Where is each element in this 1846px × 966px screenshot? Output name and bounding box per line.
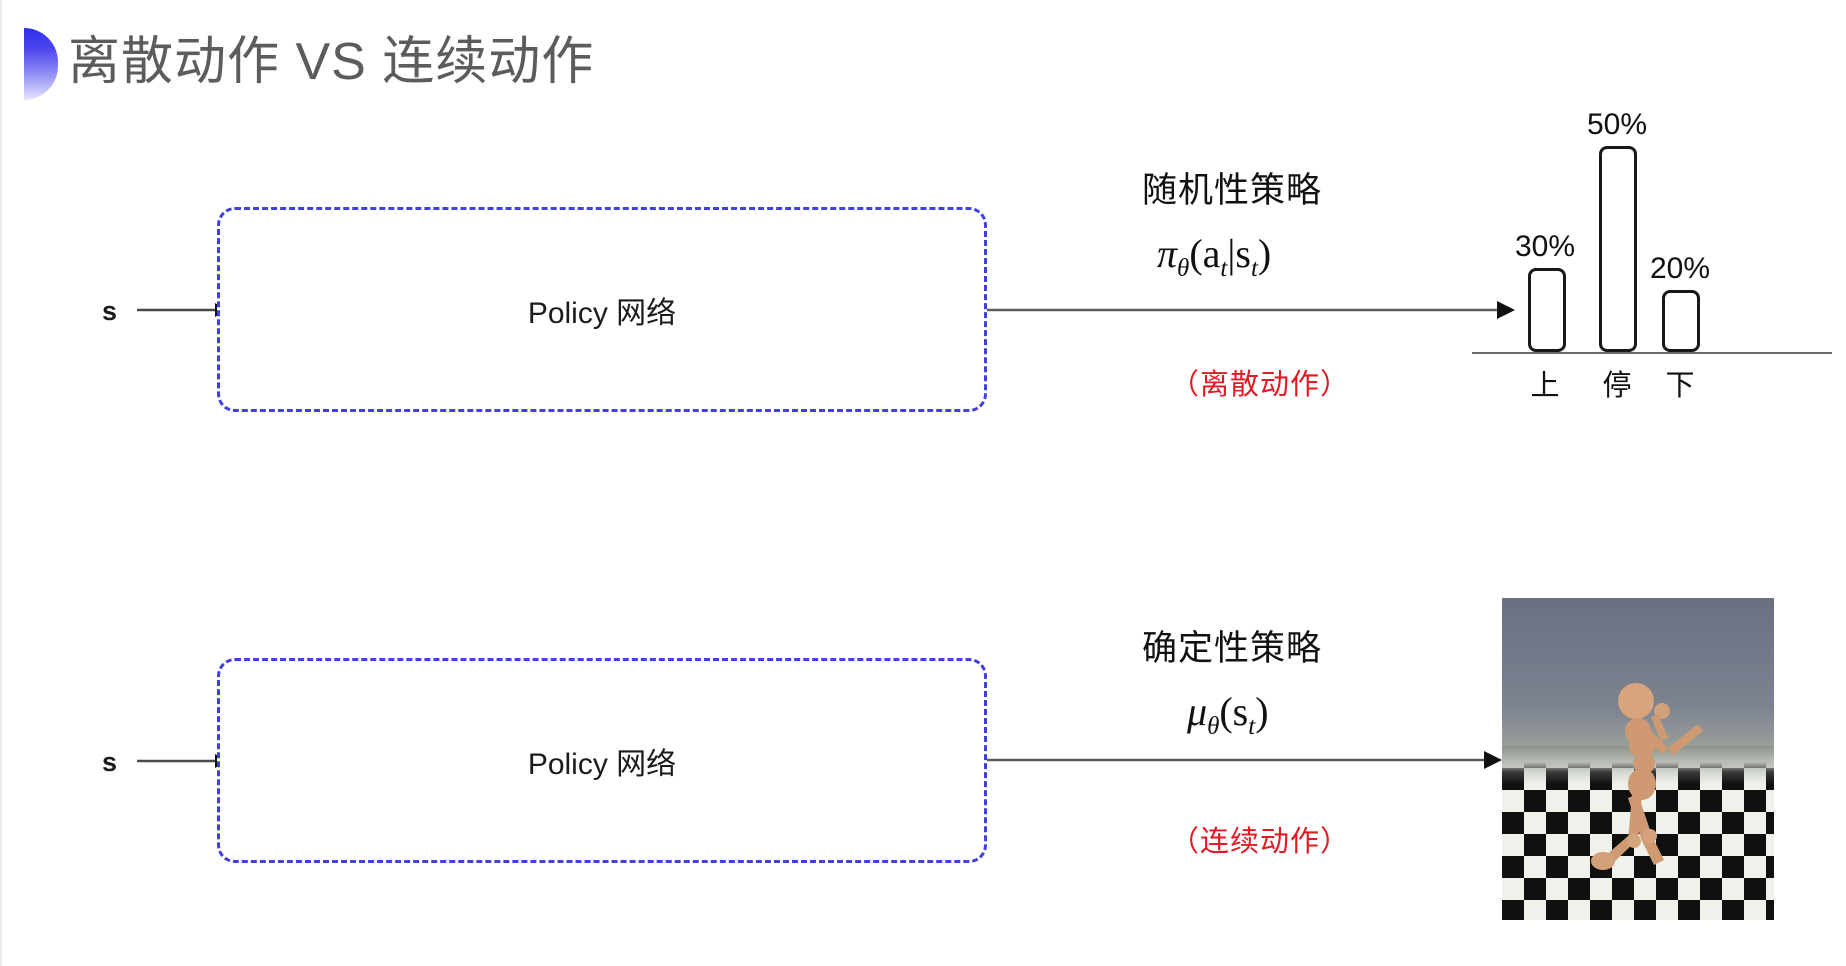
policy-network-box-discrete[interactable]: Policy 网络 [217, 207, 987, 412]
input-arrow-discrete [137, 303, 227, 317]
bar-0 [1528, 268, 1566, 352]
policy-formula-deterministic: μθ(st) [1187, 688, 1269, 741]
policy-network-label-discrete: Policy 网络 [527, 296, 677, 330]
formula-t-sub-s: t [1250, 255, 1258, 282]
chart-baseline [1472, 352, 1832, 354]
bar-category-2: 下 [1665, 370, 1695, 402]
input-arrow-continuous [137, 754, 227, 768]
page-title: 离散动作 VS 连续动作 [68, 33, 595, 91]
formula-mu: μ [1187, 689, 1208, 734]
bar-category-0: 上 [1530, 370, 1560, 402]
bar-category-1: 停 [1602, 370, 1632, 402]
formula-t-sub-s2: t [1248, 713, 1256, 740]
formula-pi: π [1157, 231, 1178, 276]
humanoid-figure [1591, 683, 1703, 870]
policy-kind-deterministic: 确定性策略 [1142, 629, 1323, 668]
humanoid-simulation-image [1502, 598, 1774, 920]
state-label-discrete: s [102, 296, 118, 326]
formula-close-paren: ) [1257, 231, 1272, 276]
formula-theta-sub-2: θ [1207, 713, 1220, 740]
formula-open-st: (s [1219, 689, 1249, 734]
policy-network-box-continuous[interactable]: Policy 网络 [217, 658, 987, 863]
bar-value-1: 50% [1586, 108, 1648, 141]
title-bullet-icon [24, 28, 58, 100]
policy-formula-stochastic: πθ(at|st) [1157, 230, 1271, 283]
bar-value-0: 30% [1514, 230, 1576, 263]
policy-kind-stochastic: 随机性策略 [1142, 171, 1323, 210]
formula-open-at: (a [1189, 231, 1221, 276]
policy-network-label-continuous: Policy 网络 [527, 747, 677, 781]
output-arrow-discrete [987, 301, 1515, 319]
formula-given-s: |s [1227, 231, 1251, 276]
action-probability-bar-chart: 30% 上 50% 停 20% 下 [1472, 100, 1832, 410]
bar-1 [1599, 146, 1637, 352]
formula-t-sub-a: t [1220, 255, 1228, 282]
output-arrow-continuous [987, 751, 1502, 769]
action-kind-continuous: （连续动作） [1170, 826, 1351, 858]
formula-theta-sub: θ [1177, 255, 1190, 282]
action-kind-discrete: （离散动作） [1170, 369, 1351, 401]
bar-value-2: 20% [1649, 252, 1711, 285]
state-label-continuous: s [102, 747, 118, 777]
formula-close-paren-2: ) [1255, 689, 1269, 734]
bar-2 [1662, 290, 1700, 352]
